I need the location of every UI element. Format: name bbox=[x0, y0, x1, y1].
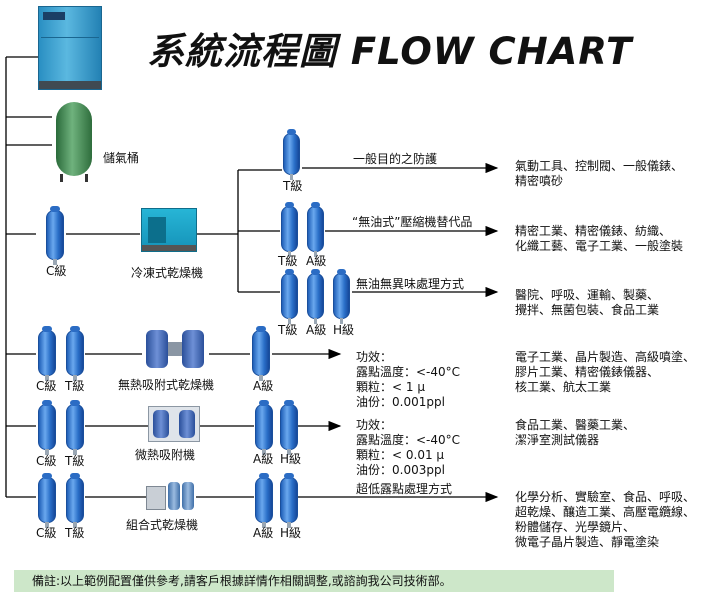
filter-c-label: C級 bbox=[46, 264, 67, 278]
application-heatless-line2: 膠片工業、精密儀錶儀器、 bbox=[515, 365, 660, 379]
filter-a-label: A級 bbox=[253, 526, 274, 540]
flow-ultralow-label: 超低露點處理方式 bbox=[356, 482, 453, 496]
filter-c-row2 bbox=[38, 326, 56, 381]
spec-heatless-title: 功效： bbox=[356, 350, 393, 364]
refrigerated-dryer-label: 冷凍式乾燥機 bbox=[131, 266, 204, 280]
filter-h-label: H級 bbox=[280, 452, 302, 466]
spec-heatless-particle: 顆粒：< 1 μ bbox=[356, 380, 425, 394]
filter-c-label: C級 bbox=[36, 379, 57, 393]
spec-heatless-dewpoint: 露點溫度：<-40°C bbox=[356, 365, 461, 379]
application-heatless-line1: 電子工業、晶片製造、高級噴塗、 bbox=[515, 350, 696, 364]
spec-heated-particle: 顆粒：< 0.01 μ bbox=[356, 448, 445, 462]
heatless-dryer-label: 無熱吸附式乾燥機 bbox=[118, 378, 215, 392]
filter-a-label: A級 bbox=[306, 323, 327, 337]
application-ultralow-line2: 超乾燥、釀造工業、高壓電纜線、 bbox=[515, 505, 696, 519]
filter-h-row3 bbox=[280, 400, 298, 455]
flow-odorless-label: 無油無異味處理方式 bbox=[356, 277, 465, 291]
filter-c-label: C級 bbox=[36, 454, 57, 468]
filter-t-label: T級 bbox=[278, 323, 298, 337]
filter-h-odorless bbox=[333, 269, 350, 324]
application-heated-line2: 潔淨室測試儀器 bbox=[515, 433, 600, 447]
application-ultralow-line3: 粉體儲存、光學鏡片、 bbox=[515, 520, 636, 534]
refrigerated-dryer-icon bbox=[141, 208, 197, 252]
application-general-line1: 氣動工具、控制閥、一般儀錶、 bbox=[515, 159, 684, 173]
filter-t-odorless bbox=[281, 269, 298, 324]
filter-h-label: H級 bbox=[280, 526, 302, 540]
filter-t-label: T級 bbox=[65, 526, 85, 540]
filter-h-label: H級 bbox=[333, 323, 355, 337]
filter-c-row1 bbox=[46, 206, 64, 265]
combined-dryer-icon bbox=[146, 482, 196, 512]
application-heatless-line3: 核工業、航太工業 bbox=[515, 380, 612, 394]
filter-t-general bbox=[283, 129, 300, 180]
flow-general-label: 一般目的之防護 bbox=[353, 152, 438, 166]
application-odorless-line1: 醫院、呼吸、運輸、製藥、 bbox=[515, 288, 660, 302]
heated-dryer-icon bbox=[148, 406, 200, 442]
filter-a-label: A級 bbox=[306, 254, 327, 268]
filter-t-label: T級 bbox=[65, 379, 85, 393]
filter-t-row2 bbox=[66, 326, 84, 381]
heated-dryer-label: 微熱吸附機 bbox=[135, 448, 196, 462]
filter-a-odorless bbox=[307, 269, 324, 324]
application-heated-line1: 食品工業、醫藥工業、 bbox=[515, 418, 636, 432]
filter-a-row3 bbox=[255, 400, 273, 455]
flow-oilfree-label: “無油式”壓縮機替代品 bbox=[352, 215, 473, 229]
spec-heated-title: 功效： bbox=[356, 418, 393, 432]
air-tank-icon bbox=[54, 100, 94, 182]
spec-heated-oil: 油份：0.003ppl bbox=[356, 463, 445, 477]
page-title: 系統流程圖 FLOW CHART bbox=[147, 30, 633, 73]
footnote: 備註:以上範例配置僅供參考,請客戶根據詳情作相關調整,或諮詢我公司技術部。 bbox=[14, 570, 614, 592]
filter-a-row2 bbox=[252, 326, 270, 381]
spec-heatless-oil: 油份：0.001ppl bbox=[356, 395, 445, 409]
application-general-line2: 精密噴砂 bbox=[515, 174, 564, 188]
filter-t-row4 bbox=[66, 473, 84, 528]
spec-heated-dewpoint: 露點溫度：<-40°C bbox=[356, 433, 461, 447]
filter-a-label: A級 bbox=[253, 452, 274, 466]
filter-a-oilfree bbox=[307, 202, 324, 257]
filter-t-oilfree bbox=[281, 202, 298, 257]
application-ultralow-line1: 化學分析、實驗室、食品、呼吸、 bbox=[515, 490, 696, 504]
filter-c-row3 bbox=[38, 400, 56, 455]
application-oilfree-line1: 精密工業、精密儀錶、紡織、 bbox=[515, 224, 672, 238]
filter-c-label: C級 bbox=[36, 526, 57, 540]
filter-c-row4 bbox=[38, 473, 56, 528]
filter-t-label: T級 bbox=[283, 179, 303, 193]
tank-label: 儲氣桶 bbox=[103, 151, 140, 165]
filter-t-row3 bbox=[66, 400, 84, 455]
heatless-dryer-icon bbox=[144, 330, 208, 370]
filter-t-label: T級 bbox=[278, 254, 298, 268]
application-ultralow-line4: 微電子晶片製造、靜電塗染 bbox=[515, 535, 660, 549]
filter-a-label: A級 bbox=[253, 379, 274, 393]
combined-dryer-label: 組合式乾燥機 bbox=[126, 518, 199, 532]
filter-t-label: T級 bbox=[65, 454, 85, 468]
air-compressor-icon bbox=[38, 6, 102, 90]
application-odorless-line2: 攪拌、無菌包裝、食品工業 bbox=[515, 303, 660, 317]
filter-h-row4 bbox=[280, 473, 298, 528]
filter-a-row4 bbox=[255, 473, 273, 528]
application-oilfree-line2: 化纖工藝、電子工業、一般塗裝 bbox=[515, 239, 684, 253]
